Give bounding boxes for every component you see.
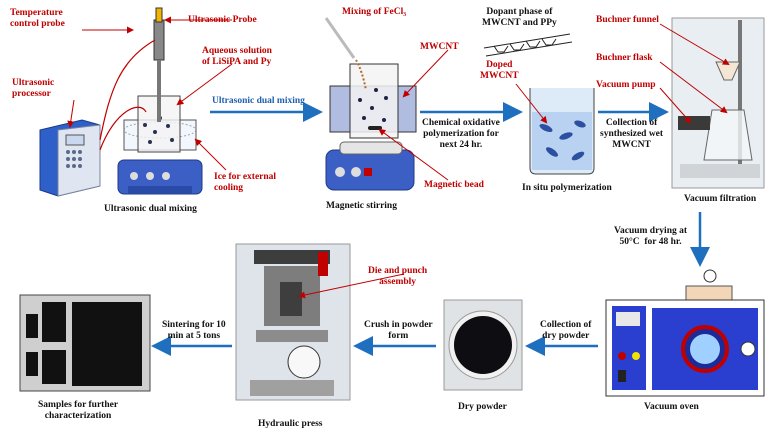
dry-powder-illustration [443, 299, 523, 391]
vacuum-oven-illustration [605, 269, 765, 397]
label-temperature-probe: Temperature control probe [10, 8, 65, 29]
label-ice-cooling: Ice for external cooling [214, 172, 277, 193]
label-aqueous-solution: Aqueous solution of LiSiPA and Py [202, 46, 272, 67]
caption-samples: Samples for further characterization [38, 400, 119, 421]
magnetic-stirring-illustration [324, 17, 417, 191]
label-arrow-ultrasonic-dual-mixing: Ultrasonic dual mixing [212, 96, 305, 106]
label-collection-dry: Collection of dry powder [540, 320, 592, 341]
label-collection-wet: Collection of synthesized wet MWCNT [600, 118, 664, 150]
label-buchner-flask: Buchner flask [596, 53, 653, 63]
label-crush: Crush in powder form [364, 320, 433, 341]
caption-ultrasonic-dual-mixing: Ultrasonic dual mixing [104, 204, 197, 214]
label-mixing-fecl3: Mixing of FeCl₃ [342, 7, 407, 17]
label-chemical-oxidative: Chemical oxidative polymerization for ne… [422, 118, 500, 150]
label-buchner-funnel: Buchner funnel [596, 15, 659, 25]
label-leader-lines [67, 16, 730, 299]
label-sintering: Sintering for 10 min at 5 tons [162, 320, 226, 341]
label-die-punch: Die and punch assembly [368, 266, 428, 287]
vacuum-filtration-photo [671, 17, 765, 189]
caption-hydraulic-press: Hydraulic press [258, 419, 323, 429]
label-ultrasonic-processor: Ultrasonic processor [12, 78, 55, 99]
label-mwcnt: MWCNT [420, 42, 459, 52]
caption-vacuum-filtration: Vacuum filtration [684, 194, 757, 204]
samples-illustration [19, 294, 151, 392]
label-ultrasonic-probe: Ultrasonic Probe [188, 15, 257, 25]
label-doped-mwcnt: Doped MWCNT [480, 60, 519, 81]
hydraulic-press-photo [235, 243, 351, 401]
label-magnetic-bead: Magnetic bead [424, 180, 484, 190]
in-situ-beaker-illustration [529, 88, 595, 175]
caption-dry-powder: Dry powder [458, 402, 507, 412]
caption-magnetic-stirring: Magnetic stirring [326, 201, 397, 211]
label-vacuum-drying: Vacuum drying at 50°C for 48 hr. [614, 226, 688, 247]
caption-in-situ: In situ polymerization [522, 183, 612, 193]
caption-vacuum-oven: Vacuum oven [644, 402, 699, 412]
label-vacuum-pump: Vacuum pump [596, 80, 656, 90]
process-arrows [151, 102, 710, 356]
mwcnt-tube-illustration [483, 33, 573, 57]
label-dopant-phase: Dopant phase of MWCNT and PPy [482, 7, 557, 28]
ultrasonic-mixing-illustration [99, 7, 203, 195]
ultrasonic-processor-illustration [39, 119, 101, 197]
